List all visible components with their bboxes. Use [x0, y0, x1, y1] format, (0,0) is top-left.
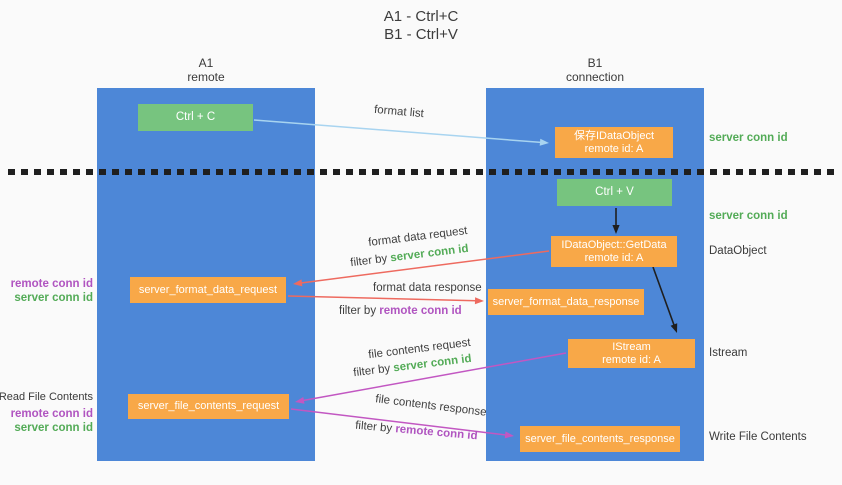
filter-by-text: filter by	[339, 305, 377, 317]
title-line-2: B1 - Ctrl+V	[384, 26, 458, 43]
istream-line2: remote id: A	[602, 353, 661, 366]
read-file-contents-label: Read File Contents	[0, 391, 93, 403]
lane-header-b1: B1 connection	[486, 56, 704, 84]
server-conn-id-text: server conn id	[389, 242, 470, 265]
write-file-contents-label: Write File Contents	[709, 431, 807, 443]
server-format-data-request-box: server_format_data_request	[130, 277, 286, 303]
lane-b1-name: B1	[587, 56, 603, 70]
ctrl-v-box: Ctrl + V	[557, 179, 672, 206]
idataobject-getdata-line2: remote id: A	[584, 251, 644, 264]
server-file-contents-request-box: server_file_contents_request	[128, 394, 289, 419]
lane-a1-name: A1	[198, 56, 214, 70]
filter-by-remote-conn-id-label-2: filter by remote conn id	[355, 420, 478, 443]
istream-side-label: Istream	[709, 347, 748, 359]
remote-conn-id-left-bottom: remote conn id	[10, 408, 93, 420]
ctrl-c-box: Ctrl + C	[138, 104, 253, 131]
server-file-contents-response-label: server_file_contents_response	[525, 432, 675, 445]
lane-b1-subtitle: connection	[565, 70, 625, 84]
save-idataobject-line1: 保存IDataObject	[573, 129, 655, 142]
lane-header-a1: A1 remote	[97, 56, 315, 84]
format-data-response-label: format data response	[373, 282, 482, 294]
idataobject-getdata-box: IDataObject::GetData remote id: A	[551, 236, 677, 267]
ctrl-c-label: Ctrl + C	[175, 111, 216, 123]
server-conn-id-left-bottom: server conn id	[14, 422, 93, 434]
server-format-data-response-box: server_format_data_response	[488, 289, 644, 315]
istream-box: IStream remote id: A	[568, 339, 695, 368]
lane-a1-subtitle: remote	[187, 70, 225, 84]
arrow-format-data-response	[287, 295, 484, 305]
save-idataobject-box: 保存IDataObject remote id: A	[555, 127, 673, 158]
filter-by-server-conn-id-label-1: filter by server conn id	[350, 243, 469, 269]
dataobject-label: DataObject	[709, 245, 767, 257]
filter-by-text: filter by	[349, 252, 388, 270]
server-file-contents-response-box: server_file_contents_response	[520, 426, 680, 452]
remote-conn-id-text: remote conn id	[394, 423, 479, 443]
file-contents-response-label: file contents response	[374, 393, 488, 419]
save-idataobject-line2: remote id: A	[584, 142, 644, 155]
server-conn-id-right-mid: server conn id	[709, 210, 788, 222]
server-format-data-request-label: server_format_data_request	[138, 283, 278, 296]
dotted-separator-line	[8, 169, 834, 175]
server-file-contents-request-label: server_file_contents_request	[137, 400, 280, 412]
server-format-data-response-label: server_format_data_response	[492, 295, 640, 308]
server-conn-id-right-top: server conn id	[709, 132, 788, 144]
filter-by-remote-conn-id-label-1: filter by remote conn id	[339, 305, 462, 317]
filter-by-text: filter by	[354, 419, 393, 435]
diagram-title: A1 - Ctrl+C B1 - Ctrl+V	[0, 8, 842, 44]
istream-line1: IStream	[612, 340, 651, 353]
format-list-label: format list	[373, 103, 425, 121]
remote-conn-id-left-top: remote conn id	[10, 278, 93, 290]
ctrl-v-label: Ctrl + V	[595, 186, 634, 198]
server-conn-id-left-top: server conn id	[14, 292, 93, 304]
remote-conn-id-text: remote conn id	[379, 305, 462, 317]
filter-by-text: filter by	[352, 362, 391, 380]
title-line-1: A1 - Ctrl+C	[383, 8, 459, 25]
idataobject-getdata-line1: IDataObject::GetData	[561, 238, 667, 251]
